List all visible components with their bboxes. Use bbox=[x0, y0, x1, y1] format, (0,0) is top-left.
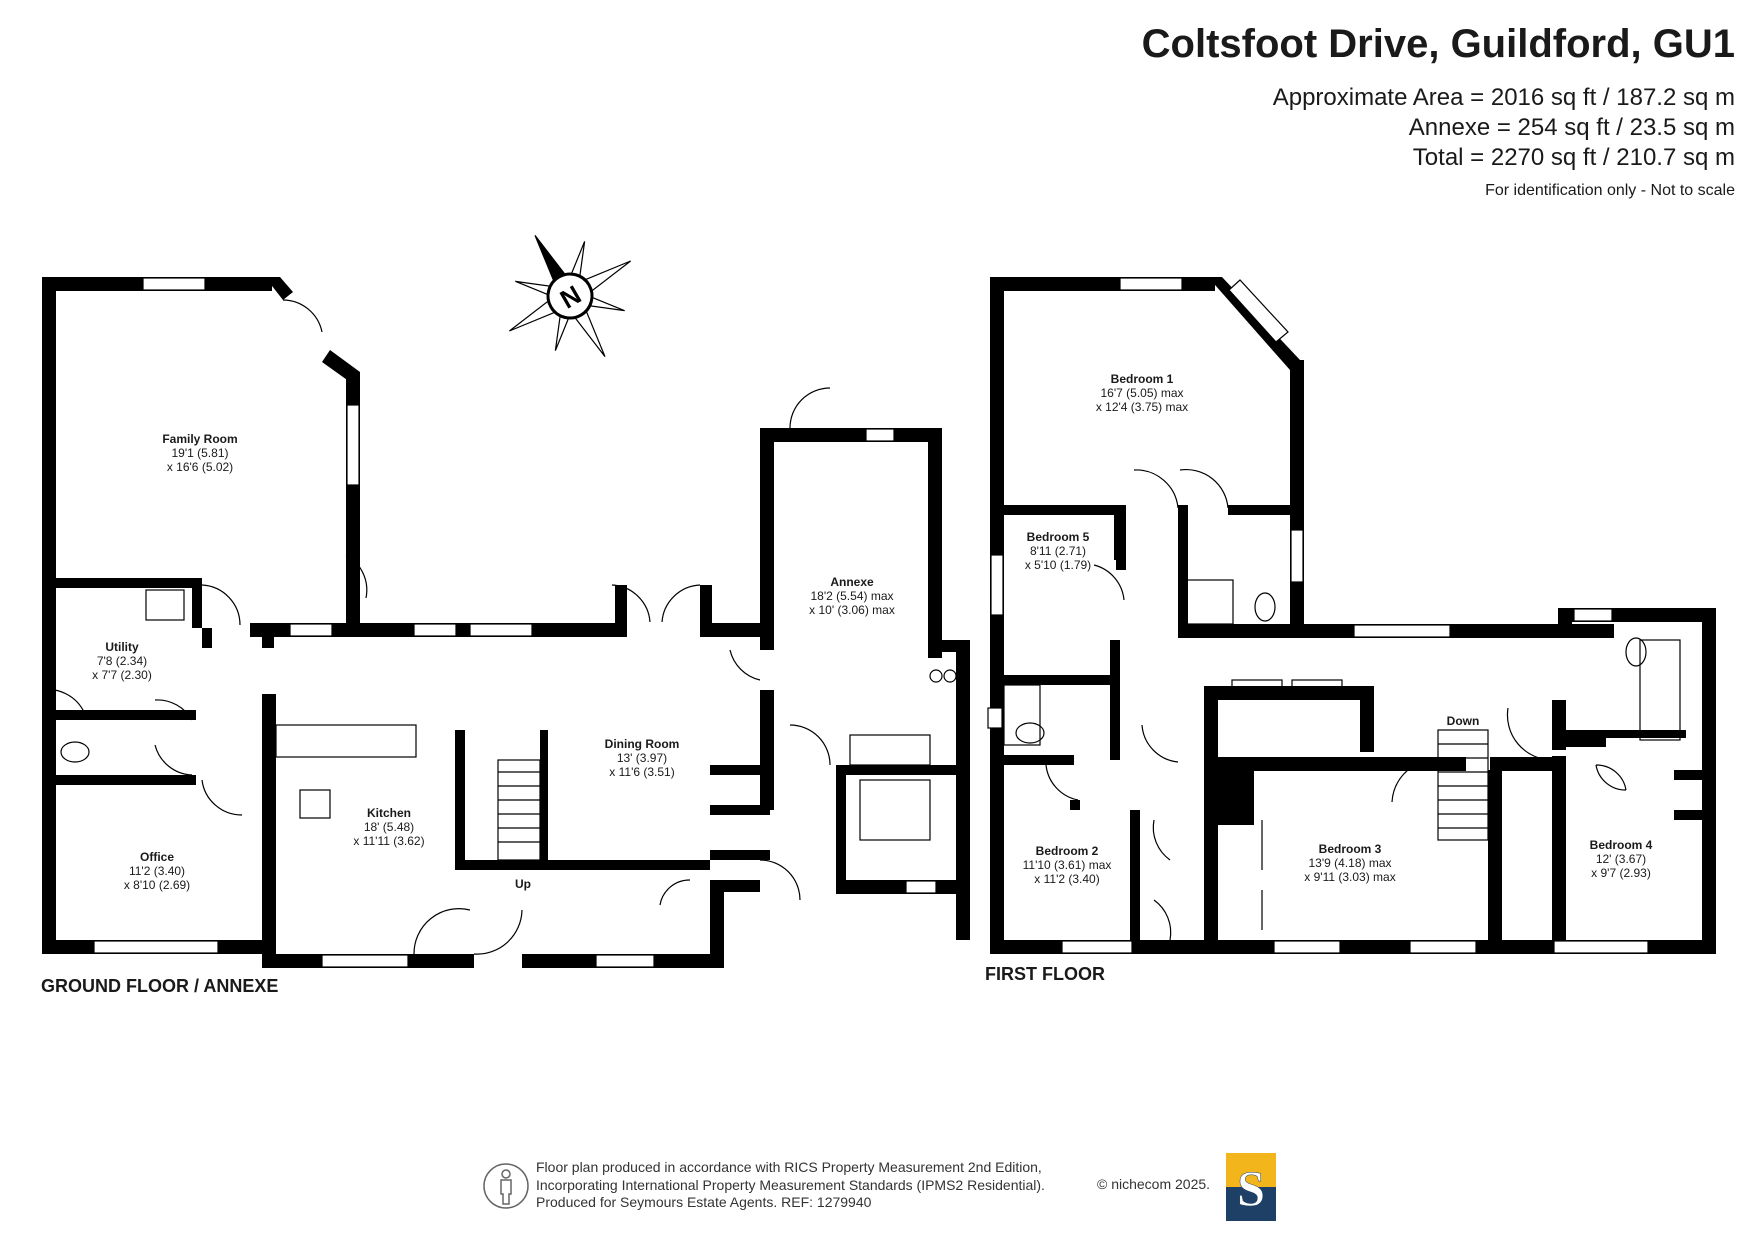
ground-floor-windows bbox=[93, 277, 937, 968]
ground-floor-stairs bbox=[60, 589, 957, 861]
room-bedroom-3: Bedroom 3 13'9 (4.18) max x 9'11 (3.03) … bbox=[1304, 842, 1396, 884]
room-office: Office 11'2 (3.40) x 8'10 (2.69) bbox=[123, 850, 191, 892]
room-bedroom-2: Bedroom 2 11'10 (3.61) max x 11'2 (3.40) bbox=[1022, 844, 1112, 886]
room-bedroom-4: Bedroom 4 12' (3.67) x 9'7 (2.93) bbox=[1589, 838, 1653, 880]
room-bedroom-5: Bedroom 5 8'11 (2.71) x 5'10 (1.79) bbox=[1024, 530, 1092, 572]
stairs-up-label: Up bbox=[515, 877, 531, 891]
room-utility: Utility 7'8 (2.34) x 7'7 (2.30) bbox=[92, 640, 152, 682]
copyright-text: © nichecom 2025. bbox=[1097, 1176, 1211, 1192]
stairs-down-label: Down bbox=[1446, 714, 1480, 728]
room-family-room: Family Room 19'1 (5.81) x 16'6 (5.02) bbox=[162, 432, 238, 474]
footer-produced-for: Produced for Seymours Estate Agents. REF… bbox=[536, 1194, 872, 1210]
property-title: Coltsfoot Drive, Guildford, GU1 bbox=[1141, 22, 1735, 66]
first-floor-stairs bbox=[1003, 579, 1681, 930]
approximate-area: Approximate Area = 2016 sq ft / 187.2 sq… bbox=[1272, 84, 1735, 111]
seymours-logo: S bbox=[1226, 1153, 1276, 1221]
ground-floor-label: GROUND FLOOR / ANNEXE bbox=[41, 976, 279, 996]
identification-note: For identification only - Not to scale bbox=[1485, 182, 1735, 199]
room-annexe: Annexe 18'2 (5.54) max x 10' (3.06) max bbox=[809, 575, 895, 617]
total-area: Total = 2270 sq ft / 210.7 sq m bbox=[1412, 144, 1735, 171]
annexe-area: Annexe = 254 sq ft / 23.5 sq m bbox=[1408, 114, 1735, 141]
room-kitchen: Kitchen 18' (5.48) x 11'11 (3.62) bbox=[353, 806, 425, 848]
person-scale-icon bbox=[483, 1163, 529, 1209]
footer-statement: Floor plan produced in accordance with R… bbox=[536, 1159, 1045, 1193]
logo-letter: S bbox=[1237, 1160, 1265, 1216]
room-bedroom-1: Bedroom 1 16'7 (5.05) max x 12'4 (3.75) … bbox=[1095, 372, 1189, 414]
room-dining-room: Dining Room 13' (3.97) x 11'6 (3.51) bbox=[604, 737, 680, 779]
compass-rose bbox=[509, 235, 631, 357]
first-floor-windows bbox=[987, 277, 1649, 954]
ground-floor-doors bbox=[41, 299, 831, 955]
first-floor-doors bbox=[1045, 468, 1627, 941]
first-floor-label: FIRST FLOOR bbox=[985, 964, 1105, 984]
